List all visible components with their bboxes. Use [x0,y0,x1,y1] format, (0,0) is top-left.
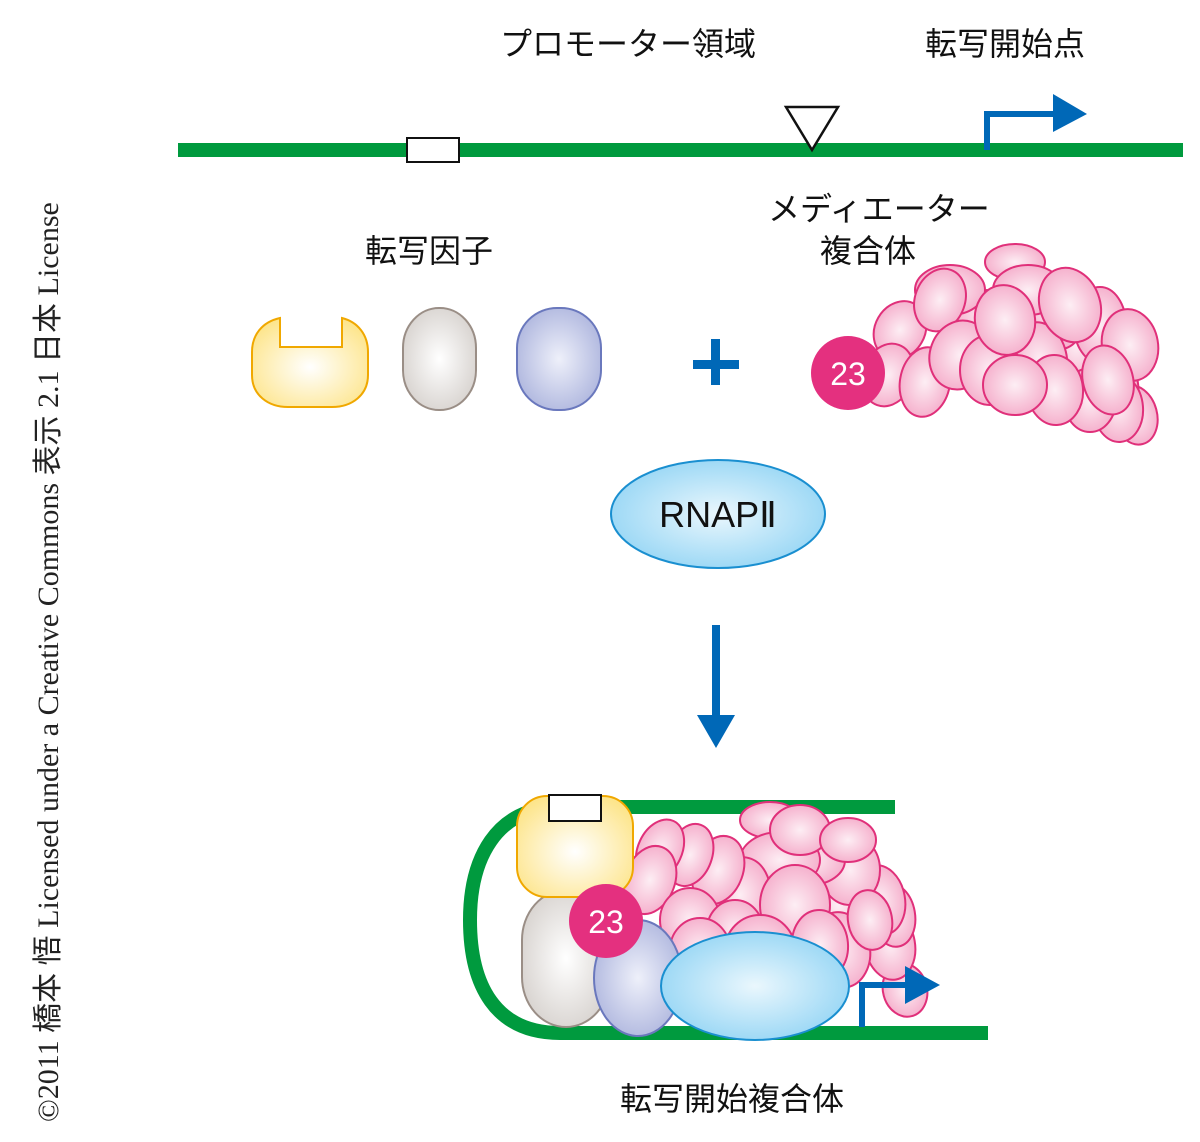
rnap-ii-bound [660,931,850,1041]
transcription-factor-gray [402,307,477,411]
mediator-complex [861,243,1160,446]
mediator-subunit-23-badge: 23 [811,336,885,410]
badge-23-text-bound: 23 [588,904,624,940]
dna-strand [178,143,1183,157]
preinitiation-complex-label: 転写開始複合体 [620,1080,844,1118]
transcription-start-arrow-bound [859,966,940,1027]
promoter-region-label: プロモーター領域 [500,25,756,63]
mediator-subunit-23-badge-bound: 23 [569,884,643,958]
mediator-label-line1: メディエーター [768,190,990,228]
promoter-box-bound [548,794,602,822]
promoter-triangle-marker [783,105,841,153]
mediator-subunit [1037,266,1103,344]
mediator-label-line2: 複合体 [820,232,916,270]
mediator-subunit [819,817,877,863]
down-arrow-icon [697,625,735,748]
mediator-subunit [913,267,967,333]
badge-23-text: 23 [830,356,866,392]
transcription-start-arrow [984,94,1087,150]
copyright-text: ©2011 橋本 悟 Licensed under a Creative Com… [32,202,65,1122]
promoter-box [406,137,460,163]
rnap-ii: RNAPⅡ [610,459,826,569]
mediator-subunit [846,889,894,951]
transcription-factor-blue [516,307,602,411]
mediator-subunit [1081,344,1135,416]
transcription-factor-yellow [251,316,369,408]
rnap-ii-label: RNAPⅡ [659,494,777,535]
plus-icon [693,339,739,385]
transcription-factors-label: 転写因子 [365,232,493,270]
transcription-start-label: 転写開始点 [925,25,1085,63]
dna-loop [462,800,988,1040]
mediator-subunit [982,354,1048,416]
